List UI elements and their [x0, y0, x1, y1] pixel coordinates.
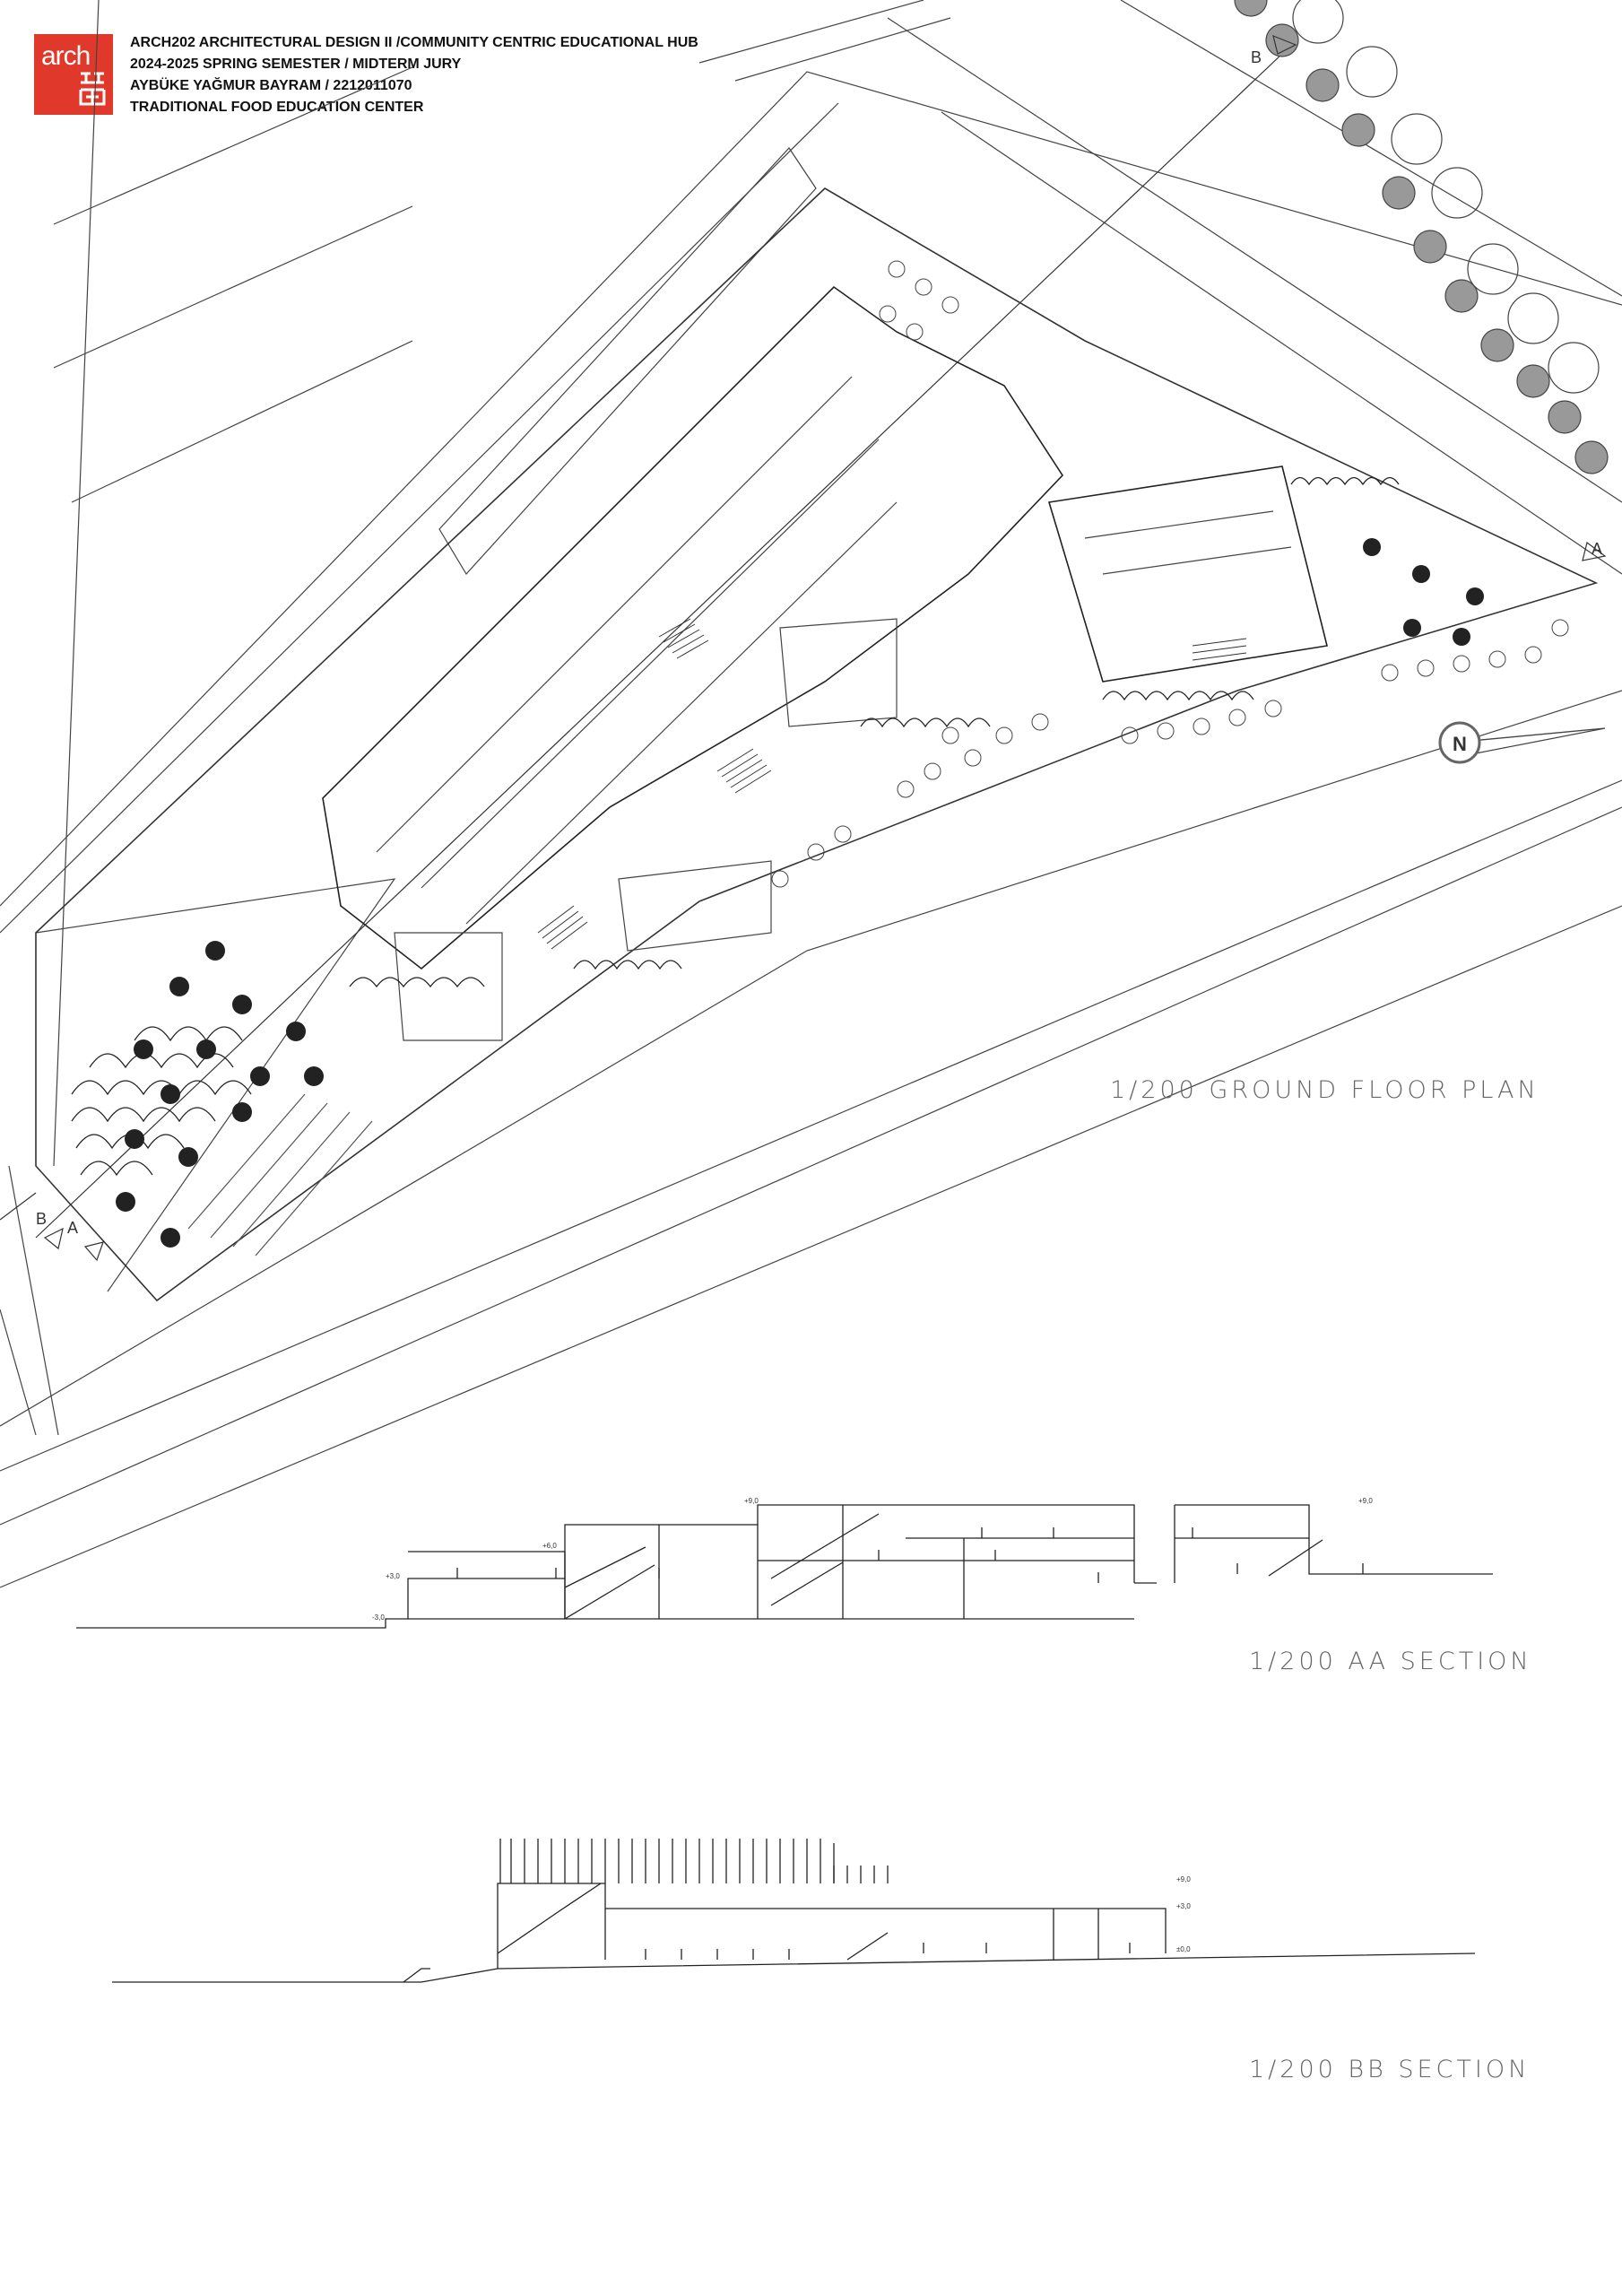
student-line: AYBÜKE YAĞMUR BAYRAM / 2212011070: [130, 78, 412, 93]
bb-section: +9,0 +3,0 ±0,0: [112, 1839, 1476, 1983]
aa-section-caption: 1/200 AA SECTION: [1249, 1648, 1532, 1675]
plan-caption: 1/200 GROUND FLOOR PLAN: [1110, 1076, 1540, 1104]
bb-level-top: +9,0: [1176, 1875, 1191, 1883]
logo-text: arch: [41, 41, 91, 71]
bb-level-base: ±0,0: [1176, 1945, 1191, 1953]
course-title: ARCH202 ARCHITECTURAL DESIGN II /COMMUNI…: [130, 35, 698, 50]
aa-section: +9,0 +9,0 +6,0 +3,0 -3,0: [76, 1497, 1493, 1629]
level-label-low: +3,0: [386, 1572, 400, 1580]
project-title: TRADITIONAL FOOD EDUCATION CENTER: [130, 100, 424, 115]
section-marker-a-bottom: A: [67, 1219, 78, 1237]
bb-level-mid: +3,0: [1176, 1902, 1191, 1910]
ground-floor-plan: N B A B A: [0, 0, 1622, 1588]
logo-mark-icon: [79, 72, 106, 106]
section-marker-b-bottom: B: [36, 1210, 47, 1228]
level-label-base: -3,0: [372, 1613, 385, 1622]
level-label-top: +9,0: [744, 1497, 759, 1505]
university-logo: arch: [34, 34, 113, 115]
title-block: ARCH202 ARCHITECTURAL DESIGN II /COMMUNI…: [130, 32, 698, 118]
bb-section-caption: 1/200 BB SECTION: [1249, 2056, 1531, 2083]
level-label-right: +9,0: [1358, 1497, 1373, 1505]
north-label: N: [1453, 733, 1467, 755]
section-marker-b-top: B: [1251, 48, 1262, 66]
section-marker-a-top: A: [1592, 540, 1602, 558]
semester-line: 2024-2025 SPRING SEMESTER / MIDTERM JURY: [130, 57, 462, 72]
level-label-mid: +6,0: [542, 1542, 557, 1550]
north-arrow-icon: N: [1438, 721, 1606, 764]
